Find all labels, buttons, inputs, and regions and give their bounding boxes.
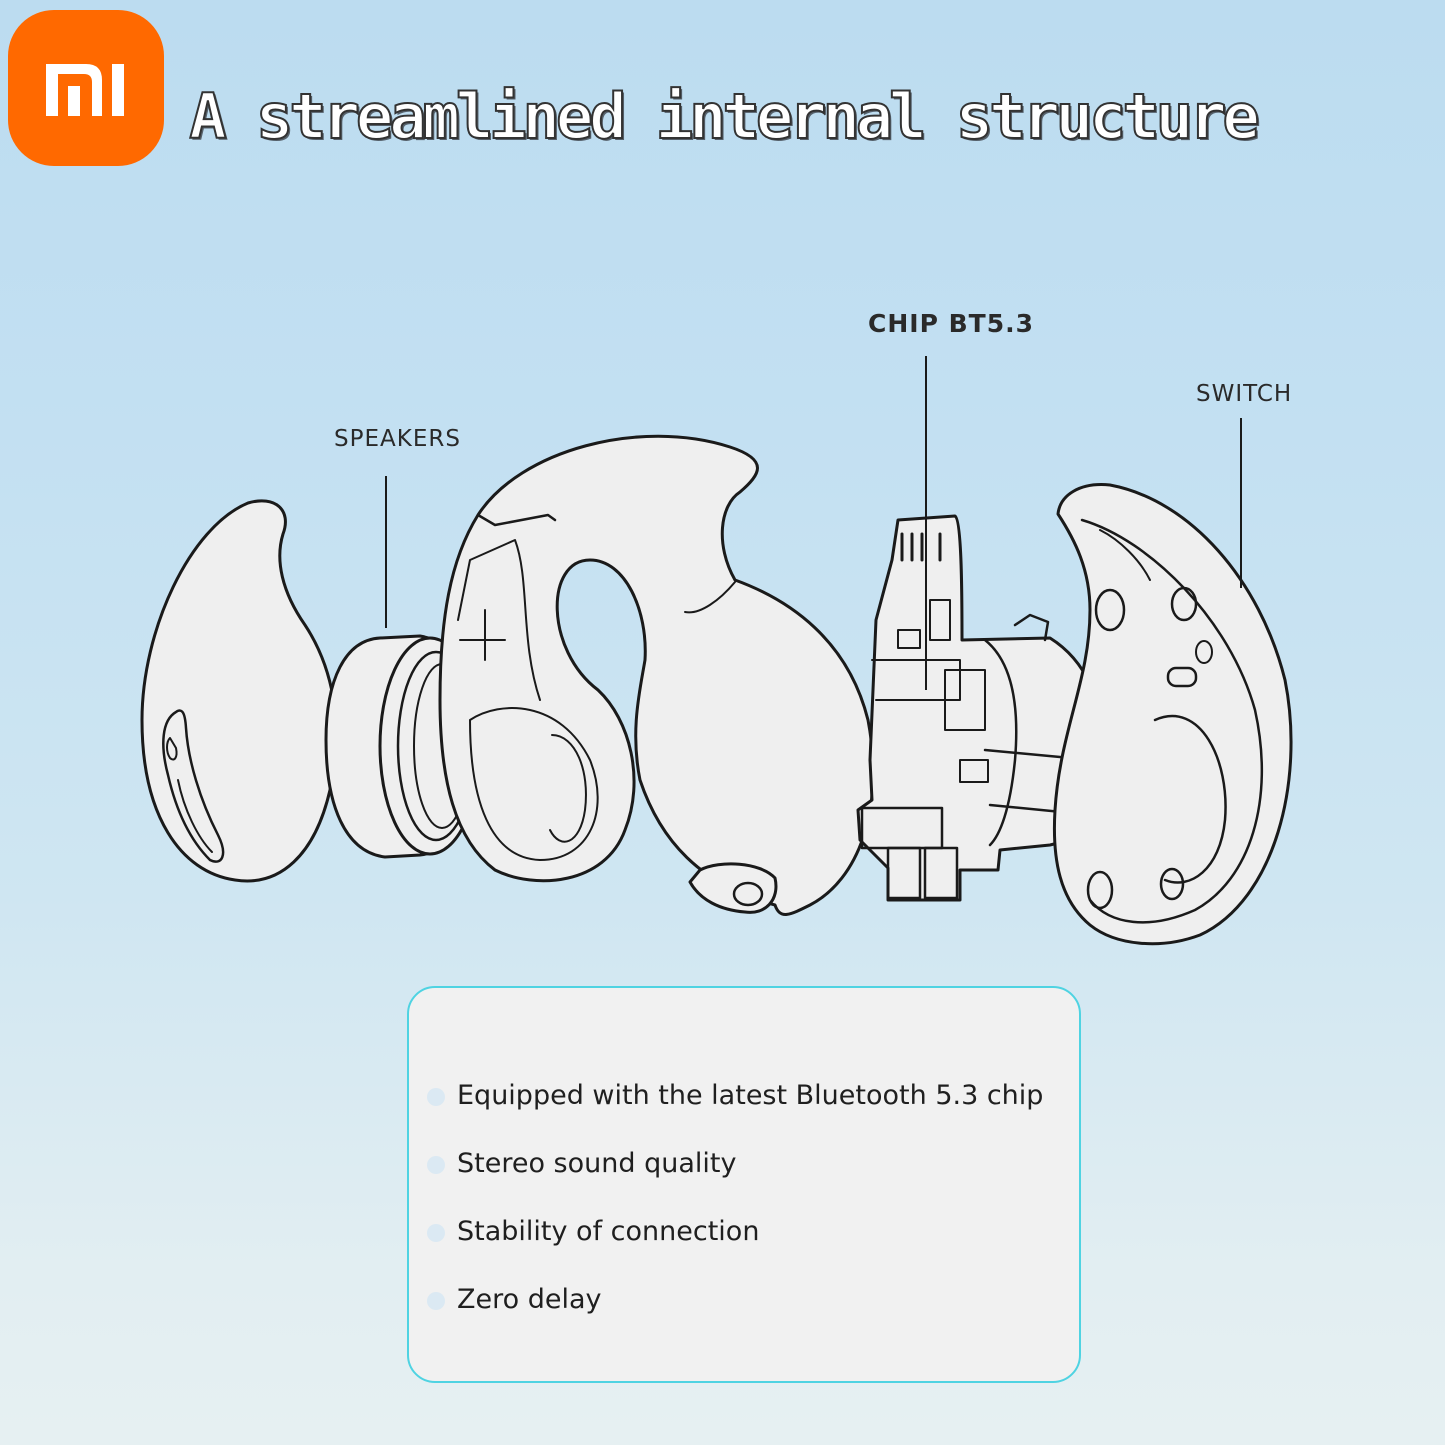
- bullet-icon: [427, 1292, 445, 1310]
- back-shell-part: [1052, 483, 1293, 946]
- chip-label: CHIP BT5.3: [868, 309, 1034, 338]
- feature-text: Equipped with the latest Bluetooth 5.3 c…: [457, 1080, 1044, 1111]
- feature-text: Zero delay: [457, 1284, 602, 1315]
- speakers-label: SPEAKERS: [334, 426, 461, 452]
- feature-card: Equipped with the latest Bluetooth 5.3 c…: [407, 986, 1081, 1383]
- bullet-icon: [427, 1224, 445, 1242]
- page-title: A streamlined internal structure: [188, 79, 1260, 154]
- xiaomi-logo-icon: [8, 10, 164, 166]
- bullet-icon: [427, 1088, 445, 1106]
- switch-label: SWITCH: [1196, 381, 1293, 407]
- ear-tip-part: [140, 499, 338, 883]
- bullet-icon: [427, 1156, 445, 1174]
- feature-text: Stereo sound quality: [457, 1148, 737, 1179]
- main-housing-part: [438, 434, 875, 916]
- feature-text: Stability of connection: [457, 1216, 760, 1247]
